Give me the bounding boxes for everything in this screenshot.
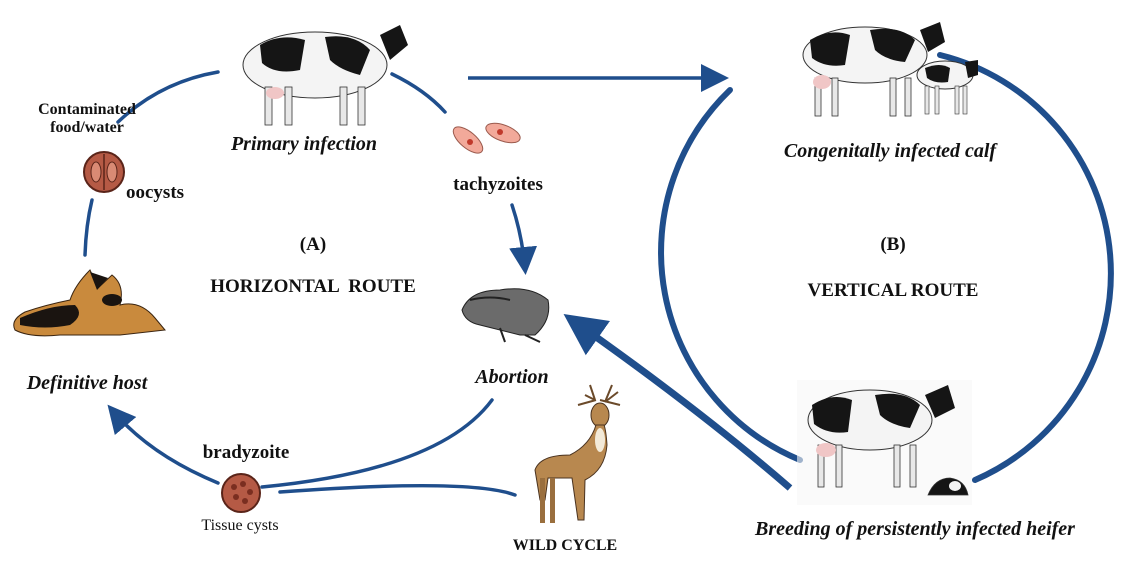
- aborted-fetus-icon: [462, 289, 549, 342]
- food-water-label: food/water: [50, 119, 124, 136]
- contaminated-label: Contaminated: [38, 101, 136, 118]
- heifer-cow-icon: [797, 380, 972, 505]
- arc-cow-to-tachyzoites: [392, 74, 445, 112]
- oocysts-label: oocysts: [126, 182, 184, 203]
- deer-icon: [535, 385, 620, 523]
- breeding-heifer-label: Breeding of persistently infected heifer: [754, 518, 1075, 540]
- wild-cycle-label: WILD CYCLE: [513, 537, 617, 554]
- arc-tachyzoites-to-abortion: [512, 205, 525, 268]
- route-b-letter: (B): [880, 234, 905, 255]
- abortion-label: Abortion: [473, 366, 548, 388]
- route-a-letter: (A): [300, 234, 326, 255]
- tachyzoite-icon: [449, 119, 523, 157]
- arc-deer-to-cysts: [280, 486, 515, 495]
- tachyzoites-label: tachyzoites: [453, 174, 543, 195]
- oocyst-icon: [84, 152, 124, 192]
- arc-abortion-to-cysts: [262, 400, 492, 487]
- congenital-calf-label: Congenitally infected calf: [784, 140, 999, 162]
- definitive-host-label: Definitive host: [26, 372, 149, 394]
- horizontal-route-title: HORIZONTAL ROUTE: [210, 276, 416, 297]
- vertical-route-title: VERTICAL ROUTE: [808, 280, 979, 301]
- arc-dog-to-oocyst: [85, 200, 92, 255]
- primary-infection-label: Primary infection: [230, 133, 377, 155]
- dog-icon: [14, 270, 165, 336]
- bradyzoite-label: bradyzoite: [203, 442, 290, 463]
- tissue-cysts-label: Tissue cysts: [201, 517, 278, 534]
- tissue-cyst-icon: [222, 474, 260, 512]
- holstein-cow-icon: [243, 25, 408, 125]
- cow-and-calf-icon: [803, 22, 978, 116]
